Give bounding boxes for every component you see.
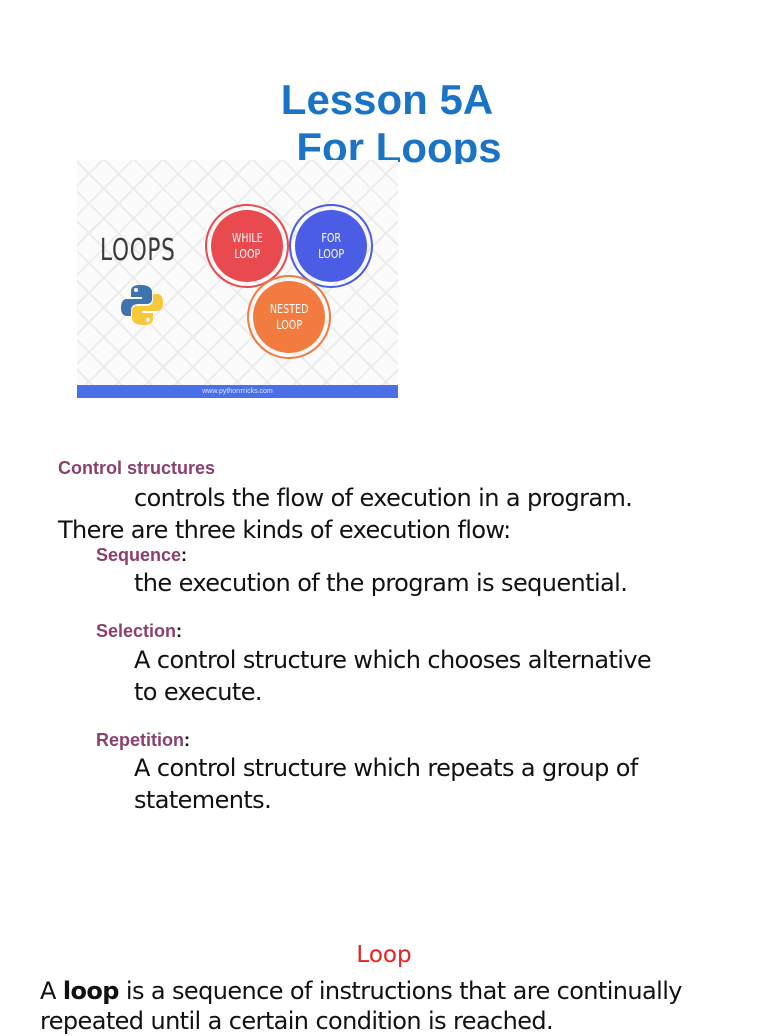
loop-term: loop: [62, 977, 120, 1005]
lesson-subtitle: For Loops: [296, 124, 502, 164]
loop-definition: A loop is a sequence of instructions tha…: [40, 977, 682, 1035]
sequence-desc: the execution of the program is sequenti…: [134, 569, 628, 597]
repetition-label: Repetition:: [96, 730, 190, 750]
sequence-colon: :: [181, 545, 188, 565]
loops-hero-image: LOOPS WHILE LOOP FOR LOOP NESTED LOOP ww…: [77, 160, 398, 398]
python-logo-icon: [121, 285, 163, 325]
hero-footer-bar: [77, 385, 398, 398]
for-loop-ring: [289, 204, 373, 288]
selection-colon: :: [176, 621, 183, 641]
execution-flow-intro: There are three kinds of execution flow:: [58, 516, 511, 544]
control-structures-desc: controls the flow of execution in a prog…: [134, 484, 633, 512]
selection-desc-line2: to execute.: [134, 678, 263, 706]
nested-loop-ring: [247, 275, 331, 359]
sequence-label: Sequence:: [96, 545, 188, 565]
while-loop-ring: [205, 204, 289, 288]
repetition-desc-line1: A control structure which repeats a grou…: [134, 754, 638, 782]
loops-word: LOOPS: [100, 233, 176, 268]
nested-loop-bubble: NESTED LOOP: [253, 281, 325, 353]
repetition-colon: :: [184, 730, 190, 750]
for-loop-bubble: FOR LOOP: [295, 210, 367, 282]
loop-definition-line2: repeated until a certain condition is re…: [40, 1007, 554, 1035]
hero-url: www.pythonтricks.com: [202, 388, 273, 395]
control-structures-label: Control structures: [58, 458, 216, 478]
loop-heading: Loop: [356, 942, 412, 968]
while-loop-bubble: WHILE LOOP: [211, 210, 283, 282]
repetition-desc-line2: statements.: [134, 786, 272, 814]
lesson-title: Lesson 5A: [280, 76, 494, 123]
selection-label: Selection:: [96, 621, 183, 641]
selection-desc-line1: A control structure which chooses altern…: [134, 646, 652, 674]
